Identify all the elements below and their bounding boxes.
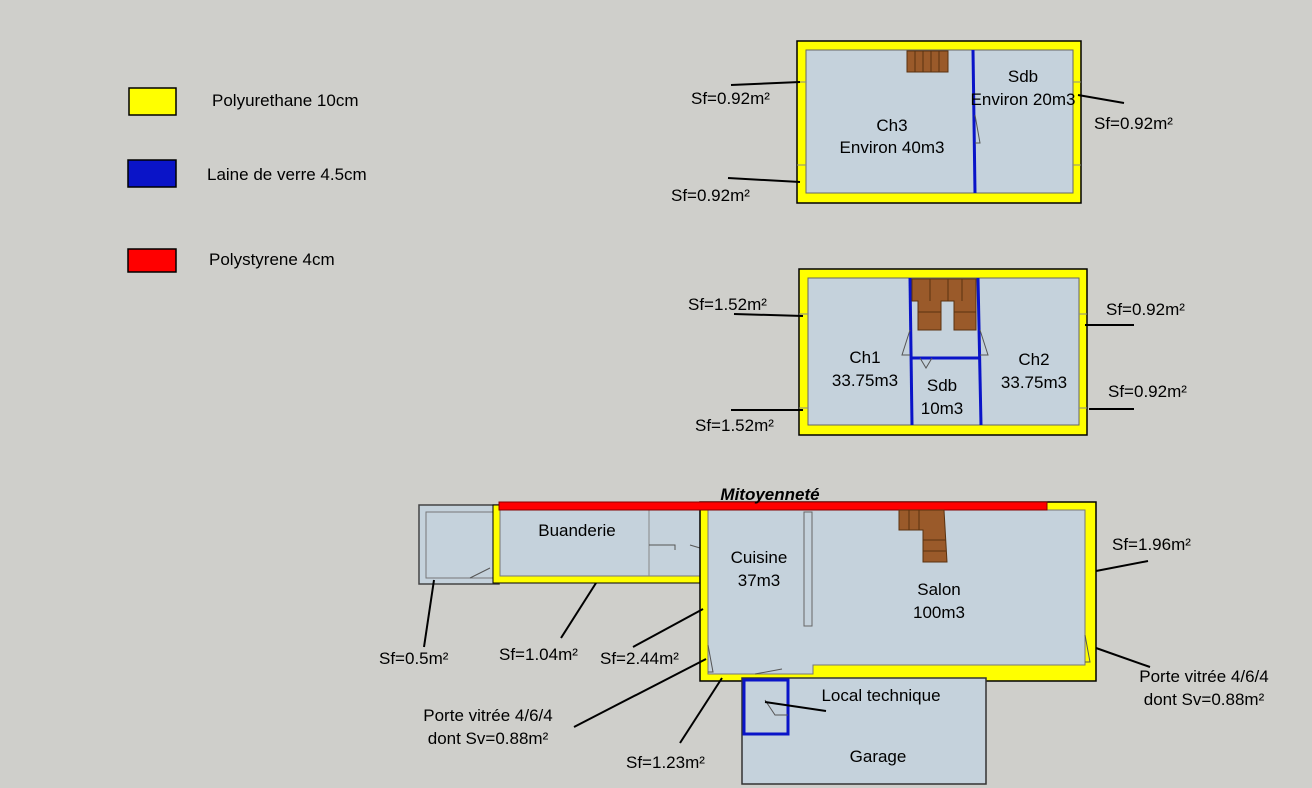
annex-room [418, 504, 500, 585]
surface-label-salon: Sf=1.96m² [1112, 535, 1191, 554]
surface-label-f1-left-top: Sf=1.52m² [688, 295, 767, 314]
room-volume-salon: 100m3 [913, 603, 965, 622]
legend-swatch-polyurethane [128, 87, 177, 116]
room-label-sdb-top: Sdb [1008, 67, 1038, 86]
room-label-buanderie: Buanderie [538, 521, 616, 540]
room-volume-sdb-mid: 10m3 [921, 399, 964, 418]
surface-label-annex: Sf=0.5m² [379, 649, 449, 668]
main-house-interior [707, 509, 1086, 675]
buanderie-interior [499, 509, 701, 577]
room-volume-sdb-top: Environ 20m3 [971, 90, 1076, 109]
surface-label-entry: Sf=1.23m² [626, 753, 705, 772]
floor-1-plan: Ch1 33.75m3 Sdb 10m3 Ch2 33.75m3 Sf=1.52… [688, 268, 1187, 436]
legend-swatch-polystyrene [127, 248, 177, 273]
door-label-right-line1: Porte vitrée 4/6/4 [1139, 667, 1268, 686]
room-volume-cuisine: 37m3 [738, 571, 781, 590]
room-label-cuisine: Cuisine [731, 548, 788, 567]
room-volume-ch2: 33.75m3 [1001, 373, 1067, 392]
mitoyennete-wall [498, 501, 1048, 511]
door-label-left-line2: dont Sv=0.88m² [428, 729, 549, 748]
room-label-ch3: Ch3 [876, 116, 907, 135]
room-label-garage: Garage [850, 747, 907, 766]
room-volume-ch1: 33.75m3 [832, 371, 898, 390]
surface-label-f1-right-top: Sf=0.92m² [1106, 300, 1185, 319]
legend: Polyurethane 10cm Laine de verre 4.5cm P… [127, 87, 367, 273]
floor-1-partition-left [908, 277, 914, 426]
floor-1-partition-right [976, 277, 983, 426]
door-label-left-line1: Porte vitrée 4/6/4 [423, 706, 552, 725]
legend-label-polyurethane: Polyurethane 10cm [212, 91, 358, 110]
door-label-right-line2: dont Sv=0.88m² [1144, 690, 1265, 709]
floor-1-stair-icon [911, 278, 977, 331]
floor-2-stair-icon [906, 50, 949, 73]
surface-label-f2-right: Sf=0.92m² [1094, 114, 1173, 133]
surface-label-f2-left-top: Sf=0.92m² [691, 89, 770, 108]
room-volume-ch3: Environ 40m3 [840, 138, 945, 157]
legend-label-laine-de-verre: Laine de verre 4.5cm [207, 165, 367, 184]
ground-floor-plan: Mitoyenneté Buanderie Cuisine 37m3 Salon… [379, 485, 1269, 785]
room-label-local-technique: Local technique [821, 686, 940, 705]
surface-label-cuisine: Sf=2.44m² [600, 649, 679, 668]
surface-label-f1-left-bottom: Sf=1.52m² [695, 416, 774, 435]
ground-stair-icon [898, 509, 948, 563]
local-technique-partition [742, 678, 790, 736]
garage-area [741, 677, 987, 785]
mitoyennete-label: Mitoyenneté [720, 485, 819, 504]
surface-label-f2-left-bottom: Sf=0.92m² [671, 186, 750, 205]
surface-label-f1-right-bottom: Sf=0.92m² [1108, 382, 1187, 401]
room-label-ch1: Ch1 [849, 348, 880, 367]
room-label-sdb-mid: Sdb [927, 376, 957, 395]
floor-1-interior [807, 277, 1080, 426]
surface-label-buanderie: Sf=1.04m² [499, 645, 578, 664]
floor-2-partition [971, 49, 977, 194]
room-label-ch2: Ch2 [1018, 350, 1049, 369]
legend-label-polystyrene: Polystyrene 4cm [209, 250, 335, 269]
room-label-salon: Salon [917, 580, 960, 599]
floor-2-door [974, 114, 981, 144]
floor-2-interior [805, 49, 1074, 194]
legend-swatch-laine-de-verre [127, 159, 177, 188]
floor-2-plan: Ch3 Environ 40m3 Sdb Environ 20m3 Sf=0.9… [671, 40, 1173, 205]
